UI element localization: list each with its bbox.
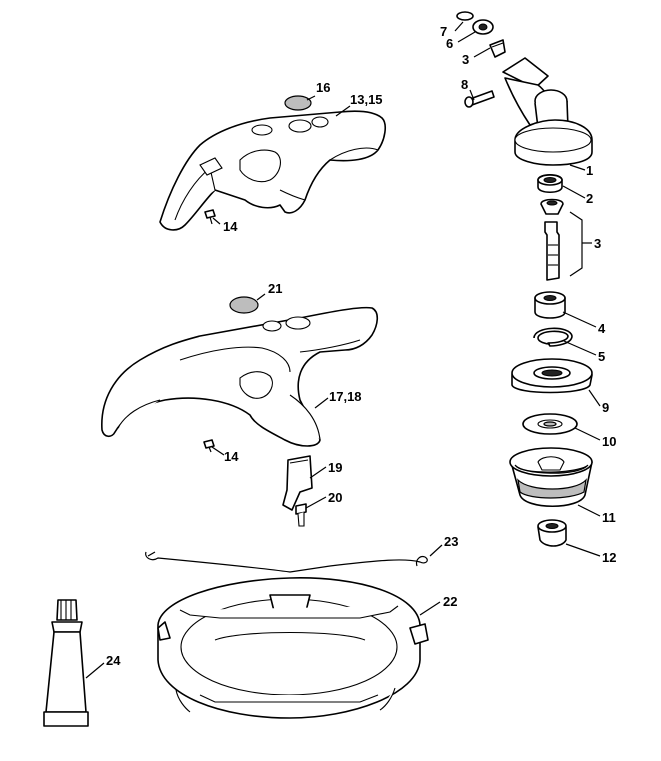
bearing-2 bbox=[537, 173, 563, 194]
emblem-21 bbox=[229, 296, 259, 314]
circlip-7 bbox=[456, 11, 474, 21]
label-12: 12 bbox=[602, 550, 616, 565]
label-4: 4 bbox=[598, 321, 606, 336]
label-14-lower: 14 bbox=[224, 449, 239, 464]
rotating-cup-11 bbox=[509, 447, 593, 508]
emblem-16 bbox=[284, 95, 312, 111]
deflector-ring-22 bbox=[157, 577, 429, 719]
label-21: 21 bbox=[268, 281, 282, 296]
screw-14-lower bbox=[203, 439, 215, 453]
bevel-gear-3-shaft bbox=[540, 198, 564, 281]
mowing-head-nut-12 bbox=[537, 519, 567, 547]
screw-14-upper bbox=[204, 209, 216, 225]
label-8: 8 bbox=[461, 77, 468, 92]
bevel-gear-3-top bbox=[489, 39, 506, 58]
label-3-top: 3 bbox=[462, 52, 469, 67]
label-2: 2 bbox=[586, 191, 593, 206]
cutter-blade-19 bbox=[282, 455, 313, 511]
wire-23 bbox=[145, 551, 428, 573]
gear-housing-1 bbox=[502, 57, 593, 166]
label-23: 23 bbox=[444, 534, 458, 549]
label-5: 5 bbox=[598, 349, 605, 364]
bracket-3 bbox=[569, 211, 583, 277]
label-20: 20 bbox=[328, 490, 342, 505]
upper-deflector-guard bbox=[159, 110, 387, 231]
label-11: 11 bbox=[602, 510, 616, 525]
label-3-shaft: 3 bbox=[594, 236, 601, 251]
label-16: 16 bbox=[316, 80, 330, 95]
thrust-plate-9 bbox=[511, 358, 593, 394]
screw-20 bbox=[295, 503, 307, 527]
leader-lines bbox=[85, 21, 601, 679]
ring-6 bbox=[472, 19, 494, 35]
label-6: 6 bbox=[446, 36, 453, 51]
bearing-4 bbox=[534, 291, 566, 319]
label-10: 10 bbox=[602, 434, 616, 449]
label-1: 1 bbox=[586, 163, 593, 178]
circlip-5 bbox=[533, 327, 573, 347]
label-13-15: 13,15 bbox=[350, 92, 383, 107]
thrust-washer-10 bbox=[522, 413, 578, 435]
label-9: 9 bbox=[602, 400, 609, 415]
screw-8 bbox=[464, 90, 495, 108]
label-22: 22 bbox=[443, 594, 457, 609]
label-17-18: 17,18 bbox=[329, 389, 362, 404]
label-14-upper: 14 bbox=[223, 219, 238, 234]
label-24: 24 bbox=[106, 653, 121, 668]
label-19: 19 bbox=[328, 460, 342, 475]
label-7: 7 bbox=[440, 24, 447, 39]
lower-deflector-guard bbox=[101, 306, 379, 447]
grease-tube-24 bbox=[43, 599, 89, 727]
